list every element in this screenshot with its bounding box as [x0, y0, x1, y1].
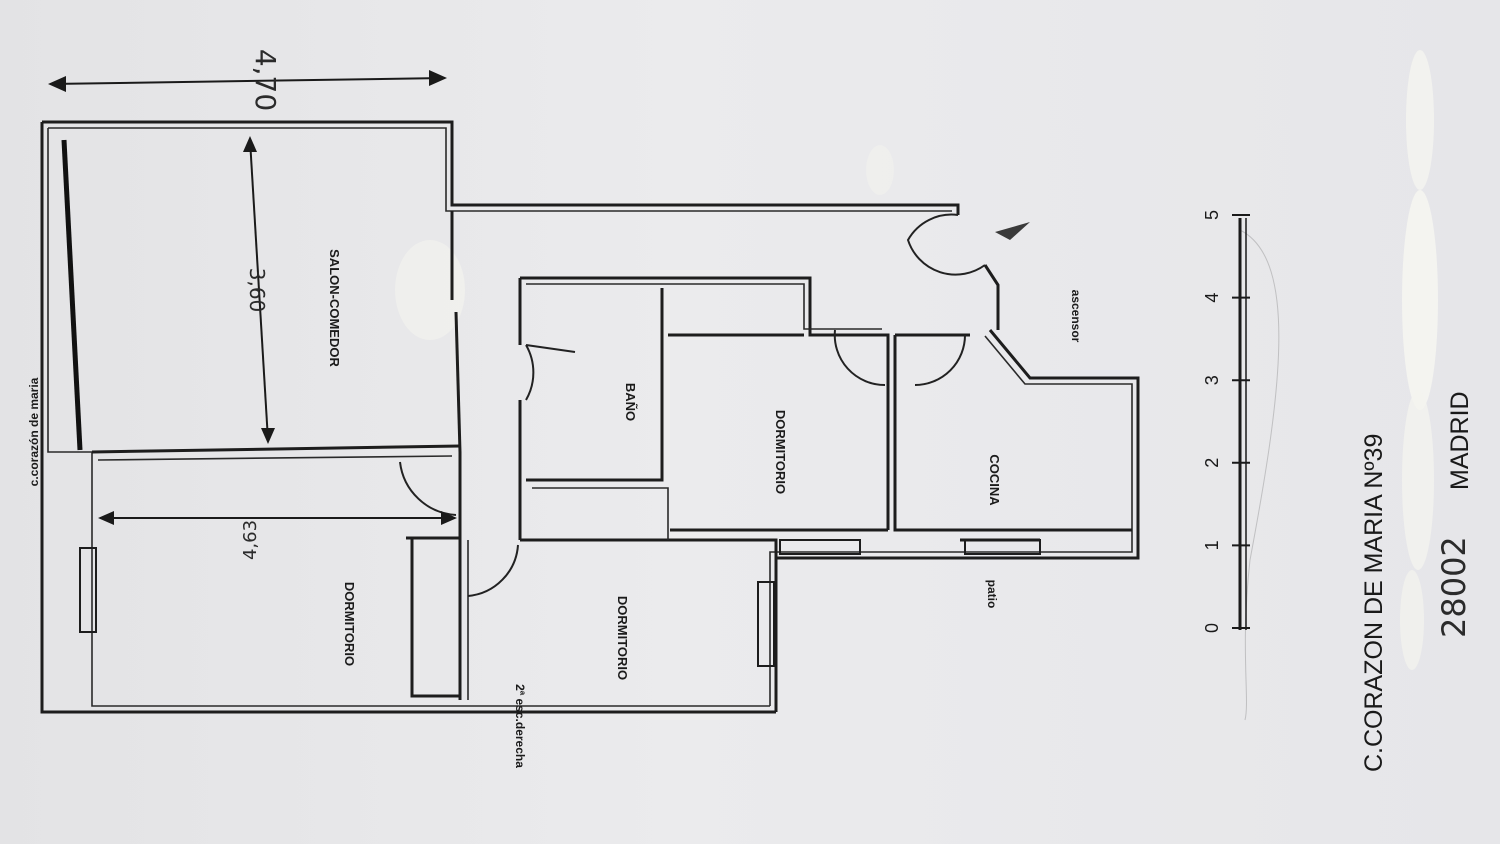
room-label-bano: BAÑO	[623, 383, 638, 421]
scale-tick-label: 0	[1202, 623, 1222, 633]
scale-tick-label: 4	[1202, 293, 1222, 303]
address-postcode: 28002	[1435, 536, 1473, 638]
interior-walls	[79, 211, 1132, 700]
address-city: MADRID	[1446, 391, 1474, 490]
salon-depth-label: 3,60	[245, 268, 269, 313]
overall-width-dimension: 4,70	[48, 49, 447, 111]
room-label-cocina: COCINA	[987, 454, 1002, 506]
scale-tick-label: 1	[1202, 540, 1222, 550]
salon-depth-dimension: 3,60	[243, 136, 275, 444]
outer-walls	[40, 120, 1140, 714]
doors	[399, 213, 1030, 597]
scale-tick-label: 3	[1202, 375, 1222, 385]
overall-width-label: 4,70	[249, 49, 282, 111]
dormitorio-width-dimension: 4,63	[98, 511, 457, 560]
room-label-dormitorio-3: DORMITORIO	[773, 410, 788, 494]
address-block: C.CORAZON DE MARIA Nº39 28002 MADRID	[1360, 391, 1474, 772]
scale-tick-label: 2	[1202, 458, 1222, 468]
room-label-dormitorio-1: DORMITORIO	[342, 582, 357, 666]
room-label-patio: patio	[985, 580, 999, 609]
room-label-ascensor: ascensor	[1069, 290, 1083, 343]
room-label-salon: SALON-COMEDOR	[327, 249, 342, 367]
street-label-top: c.corazón de maria	[27, 377, 41, 486]
address-street: C.CORAZON DE MARIA Nº39	[1360, 434, 1388, 772]
street-label-bottom: 2ª esc.derecha	[513, 684, 527, 768]
scale-bar: 0 1 2 3 4 5	[1202, 210, 1250, 633]
dormitorio-width-label: 4,63	[240, 520, 261, 560]
scale-tick-label: 5	[1202, 210, 1222, 220]
room-label-dormitorio-2: DORMITORIO	[615, 596, 630, 680]
correction-fluid-marks	[395, 50, 1438, 721]
